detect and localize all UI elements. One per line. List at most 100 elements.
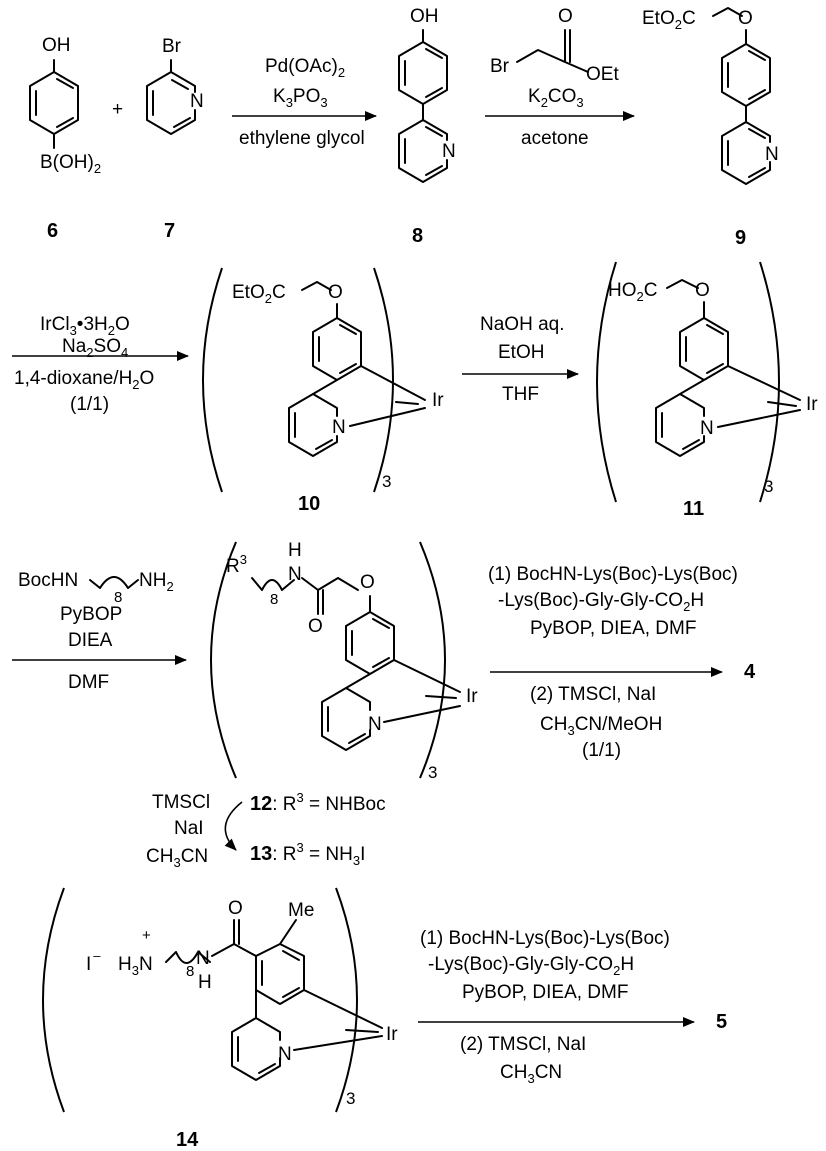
carbonyl-oxygen: O xyxy=(228,898,243,919)
peptide-reagent-line2: -Lys(Boc)-Gly-Gly-CO2H xyxy=(428,954,634,978)
peptide-reagent-line1: (1) BocHN-Lys(Boc)-Lys(Boc) xyxy=(488,564,738,585)
pyridine-nitrogen: N xyxy=(278,1044,292,1065)
product-label-5: 5 xyxy=(716,1011,727,1033)
pyridine-nitrogen: N xyxy=(190,91,204,112)
peptide-reagent-line1: (1) BocHN-Lys(Boc)-Lys(Boc) xyxy=(420,928,670,949)
compound-8-structure: OH N xyxy=(398,6,456,183)
coupling-reagents: PyBOP, DIEA, DMF xyxy=(530,618,696,639)
compound-10-structure: EtO2C O Ir N 3 xyxy=(202,267,444,493)
ether-oxygen: O xyxy=(738,8,753,29)
compound-label-9: 9 xyxy=(735,227,746,249)
bromo-label: Br xyxy=(162,36,182,57)
bromo-label: Br xyxy=(490,56,510,77)
compound-label-6: 6 xyxy=(47,220,58,242)
compound-label-7: 7 xyxy=(164,220,175,242)
octyl-chain xyxy=(89,576,139,589)
left-parenthesis xyxy=(596,261,617,503)
left-parenthesis xyxy=(202,267,223,493)
amine-label: NH2 xyxy=(139,570,174,594)
solvent-ratio: (1/1) xyxy=(70,394,109,415)
right-parenthesis xyxy=(373,267,394,493)
solvent-dioxane-water: 1,4-dioxane/H2O xyxy=(14,368,154,392)
right-parenthesis xyxy=(335,887,358,1113)
iridium-label: Ir xyxy=(386,1024,398,1045)
peptide-reagent-line2: -Lys(Boc)-Gly-Gly-CO2H xyxy=(498,590,704,614)
carbonyl-oxygen: O xyxy=(308,616,323,637)
iridium-label: Ir xyxy=(466,686,478,707)
compound-14-structure: I– H3N + 8 N H O Me Ir N 3 xyxy=(42,887,398,1113)
ethoxy-label: OEt xyxy=(586,64,619,85)
deprotection-solvent: CH3CN xyxy=(500,1062,562,1086)
reagent-ircl3: IrCl3•3H2O xyxy=(40,314,130,338)
amide-hydrogen: H xyxy=(198,972,212,993)
reagent-na2so4: Na2SO4 xyxy=(62,336,128,360)
iridium-label: Ir xyxy=(806,394,818,415)
pyridine-nitrogen: N xyxy=(368,714,382,735)
reagent-tmscl: TMSCl xyxy=(152,792,210,813)
deprotection-solvent: CH3CN/MeOH xyxy=(540,714,662,738)
ester-label: EtO2C xyxy=(642,8,696,32)
reagent-etoh: EtOH xyxy=(498,342,544,363)
compound-label-10: 10 xyxy=(298,493,320,515)
solvent-acetonitrile: CH3CN xyxy=(146,846,208,870)
pyridine-nitrogen: N xyxy=(442,141,456,162)
label-compound-12: 12: R3 = NHBoc xyxy=(250,790,386,815)
ether-oxygen: O xyxy=(695,280,710,301)
solvent-thf: THF xyxy=(502,384,539,405)
left-parenthesis xyxy=(42,887,65,1113)
tris-subscript: 3 xyxy=(346,1089,355,1108)
tris-subscript: 3 xyxy=(428,763,437,782)
compound-6-structure: OH B(OH)2 xyxy=(29,35,101,176)
iridium-label: Ir xyxy=(432,390,444,411)
carbonyl-oxygen: O xyxy=(558,6,573,27)
chain-length: 8 xyxy=(186,963,194,980)
ethyl-bromoacetate-structure: Br O OEt xyxy=(490,6,619,85)
hydroxyl-label: OH xyxy=(410,6,439,27)
iodide-counterion: I– xyxy=(86,948,101,975)
compound-7-structure: Br N xyxy=(146,36,204,135)
ester-label: EtO2C xyxy=(232,282,286,306)
reagent-pybop: PyBOP xyxy=(60,604,122,625)
chain-length: 8 xyxy=(270,591,278,608)
reagent-nai: NaI xyxy=(174,818,204,839)
right-parenthesis xyxy=(759,261,780,503)
boc-amine-label: BocHN xyxy=(18,570,78,591)
coupling-reagents: PyBOP, DIEA, DMF xyxy=(462,982,628,1003)
solvent-ratio: (1/1) xyxy=(582,740,621,761)
label-compound-13: 13: R3 = NH3I xyxy=(250,840,365,868)
reagent-naoh: NaOH aq. xyxy=(480,314,564,335)
tris-subscript: 3 xyxy=(382,472,391,491)
curved-arrow-step7 xyxy=(224,801,243,851)
ether-oxygen: O xyxy=(328,282,343,303)
r3-label: R3 xyxy=(226,552,247,577)
diamine-reagent: BocHN 8 NH2 xyxy=(18,570,174,606)
compound-12-13-structure: R3 8 H N O O Ir N 3 xyxy=(210,540,478,782)
reagent-diea: DIEA xyxy=(68,630,113,651)
deprotection-reagents: (2) TMSCl, NaI xyxy=(460,1034,586,1055)
amide-hydrogen: H xyxy=(288,540,302,561)
reagent-pd-oac: Pd(OAc)2 xyxy=(265,56,345,80)
compound-9-structure: EtO2C O N xyxy=(642,7,779,185)
solvent-acetone: acetone xyxy=(521,128,589,149)
reagent-k2co3: K2CO3 xyxy=(528,86,584,110)
solvent-dmf: DMF xyxy=(68,672,109,693)
compound-11-structure: HO2C O Ir N 3 xyxy=(596,261,818,503)
positive-charge: + xyxy=(142,927,151,944)
right-parenthesis xyxy=(419,541,446,779)
methyl-label: Me xyxy=(288,900,314,921)
compound-label-11: 11 xyxy=(683,498,704,520)
left-parenthesis xyxy=(210,541,237,779)
compound-label-8: 8 xyxy=(412,225,423,247)
pyridine-nitrogen: N xyxy=(765,144,779,165)
amide-nitrogen: N xyxy=(196,948,210,969)
amide-nitrogen: N xyxy=(288,564,302,585)
acid-label: HO2C xyxy=(608,280,657,304)
product-label-4: 4 xyxy=(744,661,756,683)
hydroxyl-label: OH xyxy=(42,35,71,56)
ether-oxygen: O xyxy=(360,572,375,593)
deprotection-reagents: (2) TMSCl, NaI xyxy=(530,684,656,705)
chain-length: 8 xyxy=(114,589,122,606)
tris-subscript: 3 xyxy=(764,477,773,496)
compound-label-14: 14 xyxy=(176,1129,199,1151)
